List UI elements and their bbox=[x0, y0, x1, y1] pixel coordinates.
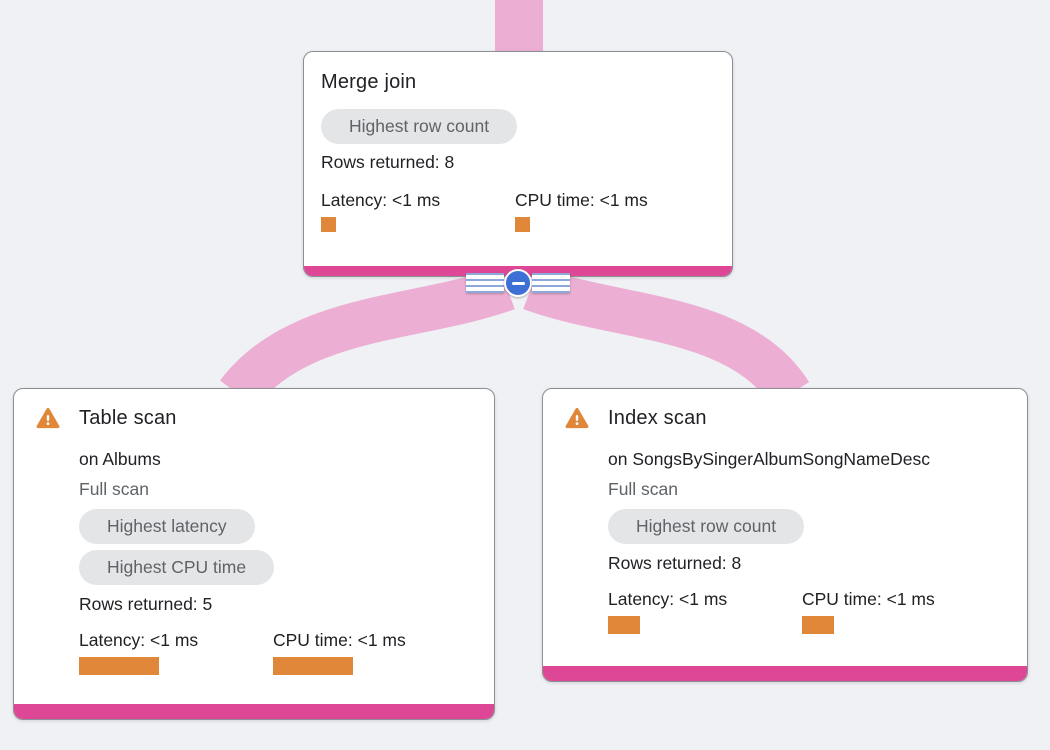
latency-metric: Latency: <1 ms bbox=[321, 189, 515, 232]
badge-highest-cpu-time: Highest CPU time bbox=[79, 550, 275, 585]
node-merge-join[interactable]: Merge join Highest row count Rows return… bbox=[303, 51, 733, 277]
cpu-time-bar bbox=[273, 657, 353, 675]
badge-highest-latency: Highest latency bbox=[79, 509, 255, 544]
cpu-time-metric: CPU time: <1 ms bbox=[273, 629, 467, 675]
scan-target: on Albums bbox=[79, 449, 161, 469]
rows-returned-text: Rows returned: 8 bbox=[321, 152, 455, 172]
minus-icon bbox=[511, 281, 525, 285]
latency-bar bbox=[608, 616, 640, 634]
rows-returned-text: Rows returned: 8 bbox=[608, 553, 742, 573]
node-body: Merge join Highest row count Rows return… bbox=[304, 52, 732, 232]
badge-row: Highest row count bbox=[321, 109, 712, 144]
latency-bar bbox=[79, 657, 159, 675]
latency-metric: Latency: <1 ms bbox=[79, 629, 273, 675]
rows-returned-text: Rows returned: 5 bbox=[79, 594, 213, 614]
warning-icon bbox=[565, 407, 589, 634]
latency-label: Latency: <1 ms bbox=[79, 630, 199, 650]
edge-to-table-scan bbox=[220, 266, 515, 409]
latency-metric: Latency: <1 ms bbox=[608, 588, 802, 634]
cpu-time-label: CPU time: <1 ms bbox=[802, 589, 935, 609]
node-content: Table scan on Albums Full scan Highest l… bbox=[79, 406, 476, 675]
cpu-time-bar bbox=[515, 217, 530, 232]
latency-label: Latency: <1 ms bbox=[321, 190, 441, 210]
node-title: Table scan bbox=[79, 407, 177, 429]
node-index-scan[interactable]: Index scan on SongsBySingerAlbumSongName… bbox=[542, 388, 1028, 682]
metrics-row: Latency: <1 ms CPU time: <1 ms bbox=[79, 629, 476, 675]
scan-type: Full scan bbox=[608, 479, 679, 499]
cpu-time-metric: CPU time: <1 ms bbox=[802, 588, 996, 634]
metrics-row: Latency: <1 ms CPU time: <1 ms bbox=[608, 588, 1009, 634]
node-body: Index scan on SongsBySingerAlbumSongName… bbox=[543, 389, 1027, 634]
latency-bar bbox=[321, 217, 336, 232]
cpu-time-metric: CPU time: <1 ms bbox=[515, 189, 709, 232]
cpu-time-label: CPU time: <1 ms bbox=[273, 630, 406, 650]
collapse-button[interactable] bbox=[504, 269, 532, 297]
collapse-control bbox=[466, 269, 570, 297]
metrics-row: Latency: <1 ms CPU time: <1 ms bbox=[321, 189, 712, 232]
cpu-time-label: CPU time: <1 ms bbox=[515, 190, 648, 210]
scan-type: Full scan bbox=[79, 479, 150, 499]
node-table-scan[interactable]: Table scan on Albums Full scan Highest l… bbox=[13, 388, 495, 720]
node-footer-accent bbox=[543, 666, 1027, 681]
edge-parent-trunk bbox=[495, 0, 543, 54]
badge-stack: Highest latency Highest CPU time bbox=[79, 509, 476, 585]
edge-to-index-scan bbox=[523, 266, 810, 407]
cpu-time-bar bbox=[802, 616, 834, 634]
node-body: Table scan on Albums Full scan Highest l… bbox=[14, 389, 494, 675]
node-title: Merge join bbox=[321, 71, 417, 93]
warning-icon bbox=[36, 407, 60, 675]
scan-target: on SongsBySingerAlbumSongNameDesc bbox=[608, 449, 930, 469]
badge-highest-row-count: Highest row count bbox=[608, 509, 805, 544]
latency-label: Latency: <1 ms bbox=[608, 589, 728, 609]
badge-stack: Highest row count bbox=[608, 509, 1009, 544]
node-footer-accent bbox=[14, 704, 494, 719]
collapse-stripe-left bbox=[466, 273, 504, 293]
badge-highest-row-count: Highest row count bbox=[321, 109, 518, 144]
collapse-stripe-right bbox=[532, 273, 570, 293]
node-title: Index scan bbox=[608, 407, 707, 429]
node-content: Index scan on SongsBySingerAlbumSongName… bbox=[608, 406, 1009, 634]
